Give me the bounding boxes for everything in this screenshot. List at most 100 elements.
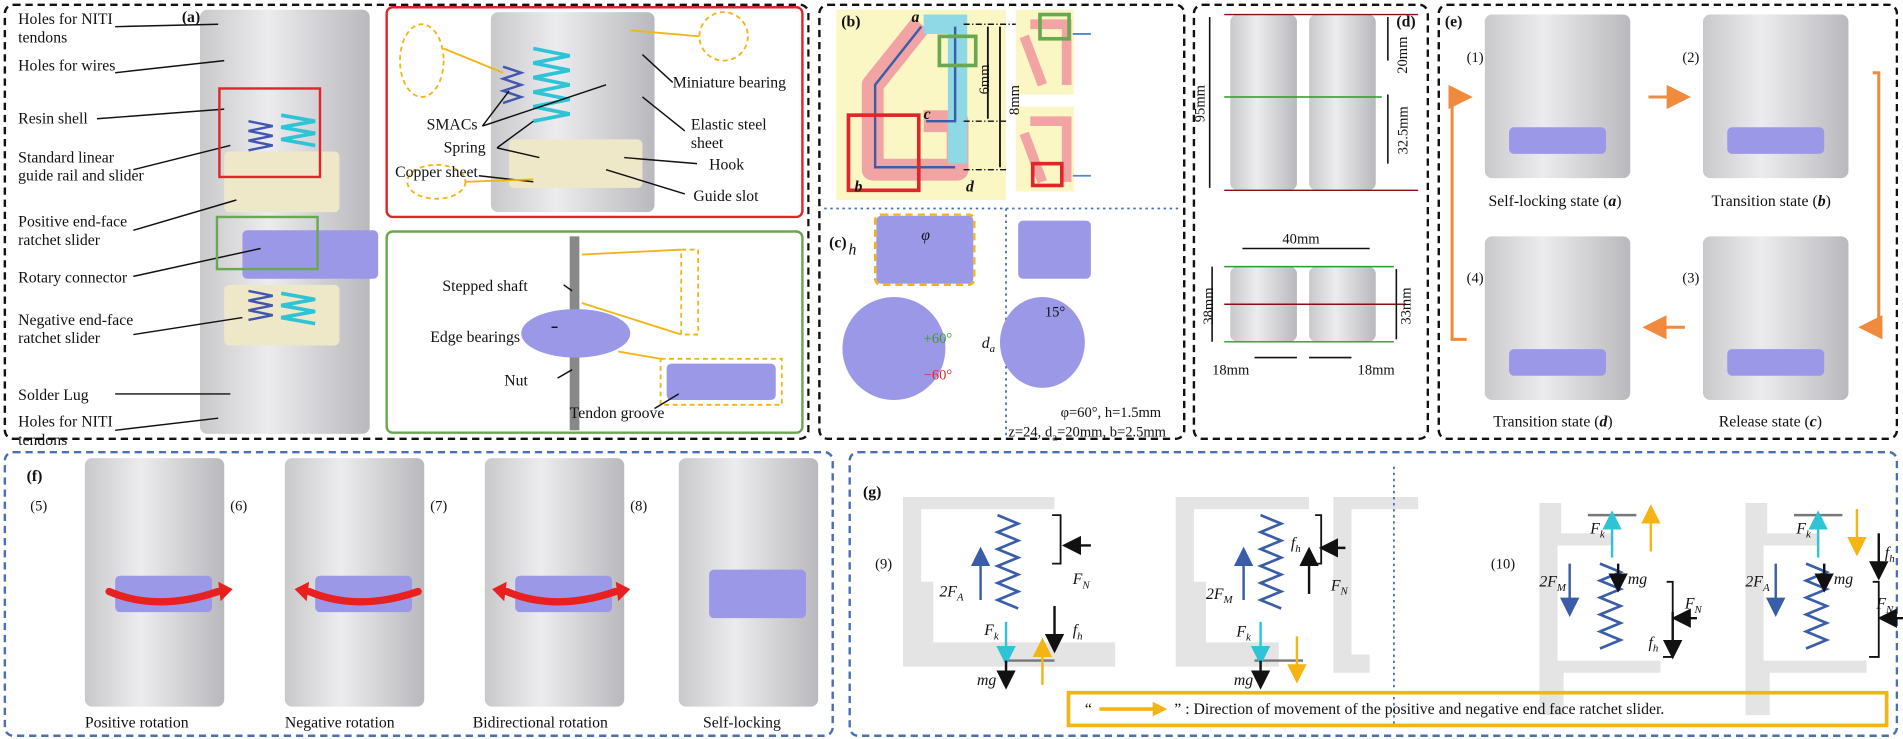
- label-guide-rail: Standard linear guide rail and slider: [18, 147, 144, 185]
- legend-text: Direction of movement of the positive an…: [1193, 699, 1665, 718]
- label-negative-slider: Negative end-face ratchet slider: [18, 310, 134, 347]
- force-Fk-sub: k: [1599, 527, 1605, 541]
- force-Fk-sym: F: [1796, 518, 1806, 537]
- label-miniature-bearing: Miniature bearing: [672, 72, 787, 91]
- force-2FA-sym: 2F: [939, 581, 957, 600]
- force-Fk-sym: F: [984, 620, 994, 639]
- force-mg-10a: mg: [1627, 569, 1648, 588]
- dim-40mm: 40mm: [1282, 230, 1320, 248]
- force-FN-sub: N: [1340, 584, 1348, 598]
- dim-18mm-left: 18mm: [1212, 361, 1250, 379]
- force-mg-9a: mg: [976, 670, 997, 689]
- state-connector-2: [1727, 127, 1825, 154]
- params-z: z=24, d: [1008, 423, 1053, 440]
- force-FN-sym: F: [1684, 593, 1695, 613]
- rotation-num-7: (7): [430, 496, 448, 514]
- label-nut: Nut: [504, 370, 528, 390]
- state-3-text: Release state (: [1718, 412, 1810, 431]
- rotary-connector-render: [242, 230, 379, 279]
- force-Fk-10b: Fk: [1796, 519, 1810, 544]
- green-inset: [385, 230, 804, 434]
- params-rest: =20mm, b=2.5mm: [1057, 423, 1167, 440]
- force-fh-sub: h: [1295, 542, 1301, 555]
- force-2FA-sub: A: [956, 591, 964, 604]
- force-Fk-sub: k: [1245, 631, 1251, 644]
- edge-bearing-render: [521, 309, 631, 358]
- rotation-num-8: (8): [630, 496, 648, 514]
- panel-f-tag: (f): [26, 466, 43, 485]
- force-FN-10a: FN: [1685, 594, 1702, 619]
- tendon-groove-render: [666, 363, 776, 400]
- rotation-num-5: (5): [30, 496, 48, 514]
- state-3-key: c: [1809, 412, 1817, 431]
- label-resin-shell: Resin shell: [18, 109, 88, 128]
- label-stepped-shaft: Stepped shaft: [442, 276, 528, 295]
- force-2FM-sym: 2F: [1206, 584, 1224, 603]
- state-connector-3: [1727, 349, 1825, 376]
- legend-open-quote: “: [1084, 699, 1092, 718]
- actuator-render: [199, 9, 370, 434]
- state-label-4: Transition state (d): [1493, 412, 1613, 431]
- label-tendon-groove: Tendon groove: [569, 403, 665, 422]
- label-rotary-connector: Rotary connector: [18, 267, 128, 287]
- angle-15: 15°: [1044, 303, 1066, 320]
- label-copper-sheet: Copper sheet: [395, 162, 478, 181]
- force-Fk-sym: F: [1590, 518, 1600, 537]
- label-edge-bearings: Edge bearings: [430, 327, 521, 346]
- force-FN-sub: N: [1885, 603, 1894, 616]
- params-line-1: φ=60°, h=1.5mm: [1060, 403, 1162, 421]
- force-fh-9a: fh: [1073, 621, 1083, 646]
- force-FN-sym: F: [1330, 575, 1341, 594]
- force-fh-sym: f: [1072, 620, 1078, 639]
- label-smacs: SMACs: [426, 115, 478, 134]
- rotation-num-6: (6): [230, 496, 248, 514]
- rotation-label-6: Negative rotation: [284, 712, 395, 731]
- force-2FM-sub: M: [1223, 593, 1233, 606]
- ratchet-tooth-closeup: [873, 213, 976, 287]
- rotation-label-8: Self-locking: [703, 712, 781, 731]
- label-holes-niti-bottom: Holes for NITI tendons: [18, 412, 113, 449]
- state-label-1: Self-locking state (a): [1488, 191, 1622, 210]
- force-2FM-sym: 2F: [1539, 572, 1557, 591]
- tooth-height-h: h: [848, 239, 857, 259]
- force-fh-sub: h: [1077, 629, 1083, 642]
- force-2FM-9b: 2FM: [1206, 584, 1233, 609]
- state-label-2: Transition state (b): [1711, 191, 1831, 210]
- panel-e: [1437, 3, 1899, 440]
- rotation-connector-5: [115, 575, 213, 613]
- panel-c-tag: (c): [829, 232, 847, 251]
- force-fh-9b: fh: [1291, 533, 1301, 558]
- legend-close-quote: ” :: [1174, 699, 1194, 718]
- label-holes-niti-top: Holes for NITI tendons: [18, 9, 113, 47]
- force-mg-10b: mg: [1833, 569, 1854, 588]
- panel-g: [848, 450, 1899, 737]
- force-fh-sub: h: [1889, 552, 1895, 565]
- state-4-key: d: [1599, 412, 1608, 431]
- label-holes-wires: Holes for wires: [18, 55, 116, 74]
- dim-18mm-right: 18mm: [1357, 361, 1395, 379]
- panel-f: [3, 450, 834, 737]
- ratchet-front-view: [999, 296, 1085, 388]
- rotation-connector-8: [709, 569, 807, 619]
- force-fh-10a: fh: [1648, 633, 1658, 658]
- force-2FM-10a: 2FM: [1539, 572, 1566, 597]
- point-d: d: [966, 176, 974, 196]
- force-FN-sym: F: [1072, 569, 1083, 588]
- params-sub: a: [1052, 430, 1058, 443]
- legend-box: “ ” : Direction of movement of the posit…: [1066, 690, 1889, 728]
- force-fh-10b: fh: [1885, 543, 1895, 568]
- panel-b-tag: (b): [841, 12, 861, 31]
- force-2FA-10b: 2FA: [1745, 572, 1769, 597]
- state-label-3: Release state (c): [1718, 412, 1823, 431]
- rotation-connector-6: [315, 575, 413, 613]
- panel-bc: [818, 3, 1186, 440]
- label-positive-slider: Positive end-face ratchet slider: [18, 212, 128, 249]
- point-a: a: [911, 7, 920, 26]
- panel-d: [1192, 3, 1430, 440]
- state-1-key: a: [1608, 191, 1617, 210]
- force-2FM-sub: M: [1556, 581, 1566, 594]
- panel-d-tag: (d): [1396, 12, 1416, 31]
